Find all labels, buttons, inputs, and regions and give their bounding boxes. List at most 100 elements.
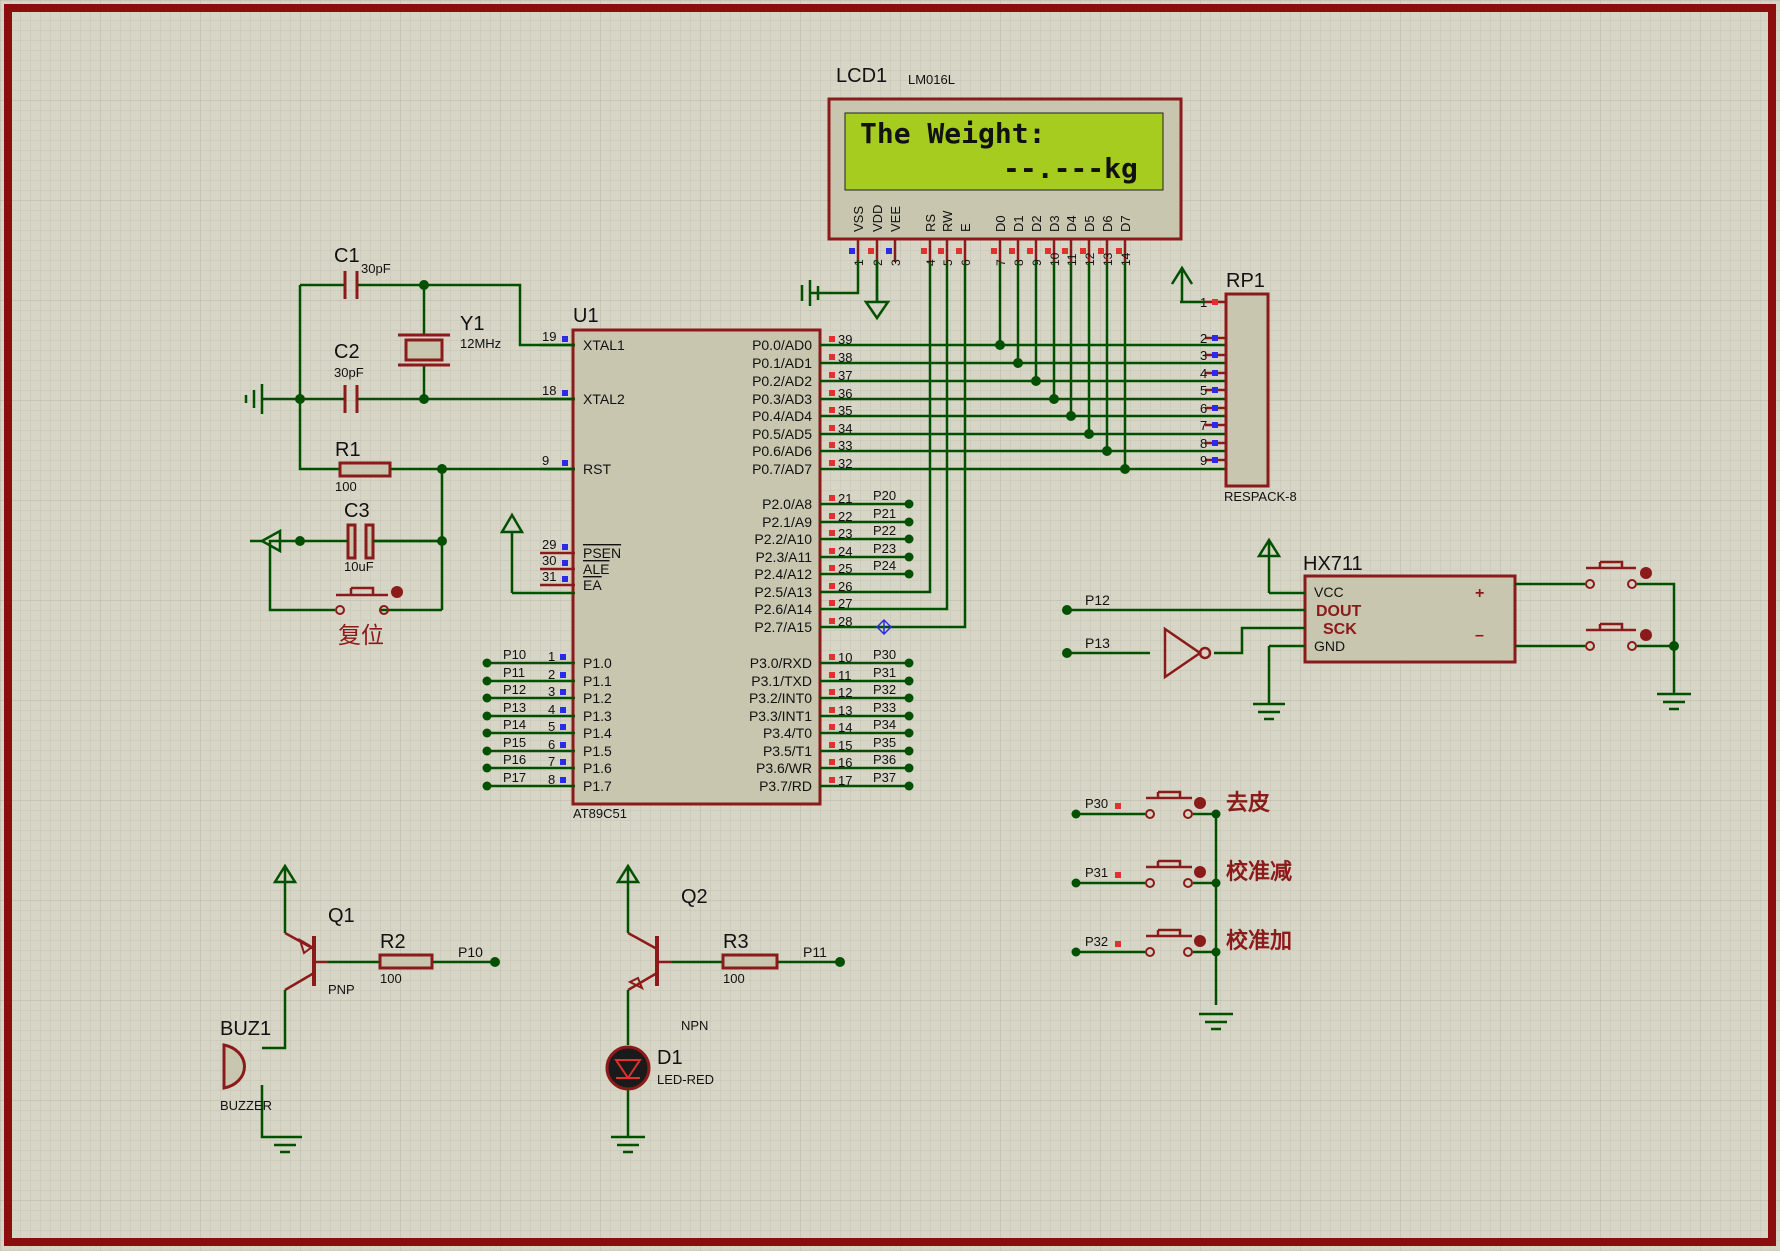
pin-marker (560, 654, 566, 660)
data-bus-wires (860, 262, 1130, 636)
d1-ref: D1 (657, 1047, 683, 1069)
mcu-pin-name: P2.7/A15 (754, 619, 812, 635)
pin-marker (868, 248, 874, 254)
resistor-pack-rp1[interactable]: RP1 RESPACK-8 123456789 (1170, 265, 1297, 504)
transistor-q2[interactable]: Q2 NPN (611, 863, 845, 1154)
c2-ref: C2 (334, 341, 360, 363)
mcu-pin-name: XTAL1 (583, 337, 625, 353)
pin-marker (1080, 248, 1086, 254)
net-label-p10: P10 (458, 944, 483, 960)
pin-marker (829, 460, 835, 466)
net-label: P13 (503, 700, 526, 715)
mcu-pin-number: 16 (838, 755, 852, 770)
lcd-pin-name: D1 (1011, 215, 1026, 232)
mcu-pin-name: P1.3 (583, 708, 612, 724)
hx711-module[interactable]: HX711 VCC DOUT SCK GND + – P12 P13 (1062, 537, 1691, 721)
junction (1031, 376, 1041, 386)
led-d1[interactable]: D1 LED-RED (605, 1045, 714, 1091)
buz1-ref: BUZ1 (220, 1018, 271, 1040)
key-contact (1183, 878, 1193, 888)
mcu-pin-number: 29 (542, 537, 556, 552)
mcu-at89c51[interactable]: U1 AT89C51 19XTAL118XTAL29RST29PSEN30ALE… (482, 305, 1227, 821)
hx711-button-minus[interactable] (1585, 622, 1652, 651)
pin-marker (829, 654, 835, 660)
mcu-pin-name: P2.3/A11 (755, 549, 812, 565)
q1-type: PNP (328, 982, 355, 997)
pin-marker (562, 336, 568, 342)
mcu-pin-name: P3.1/TXD (751, 673, 812, 689)
mcu-pin-name: P0.5/AD5 (752, 426, 812, 442)
r2-ref: R2 (380, 931, 406, 953)
key-indicator (1194, 866, 1206, 878)
pin-marker (829, 390, 835, 396)
q2-ref: Q2 (681, 886, 708, 908)
mcu-pin-name: PSEN (583, 545, 621, 561)
r1-ref: R1 (335, 439, 361, 461)
lcd-pin-name: D6 (1100, 215, 1115, 232)
key-plunger (1146, 790, 1192, 800)
net-label: P30 (1085, 796, 1108, 811)
junction (1066, 411, 1076, 421)
net-terminal (482, 658, 492, 668)
mcu-pin-number: 21 (838, 491, 852, 506)
resistor-r1[interactable]: R1 100 (335, 439, 392, 494)
pin-marker (562, 544, 568, 550)
mcu-pin-name: EA (583, 577, 602, 593)
mcu-pin-number: 26 (838, 579, 852, 594)
q1-ref: Q1 (328, 905, 355, 927)
resistor-r2[interactable]: R2 100 P10 (378, 931, 483, 986)
pin-marker (1212, 352, 1218, 358)
r1-value: 100 (335, 479, 357, 494)
net-terminal (1071, 947, 1081, 957)
mcu-pin-number: 6 (548, 737, 555, 752)
pin-marker (829, 354, 835, 360)
net-label: P10 (503, 647, 526, 662)
lcd-screen (844, 112, 1164, 191)
net-terminal (904, 763, 914, 773)
d1-part: LED-RED (657, 1072, 714, 1087)
reset-button[interactable]: 复位 (325, 586, 403, 648)
pin-marker (829, 495, 835, 501)
capacitor-c2[interactable]: C2 30pF (334, 341, 364, 413)
keys-ground (1199, 814, 1233, 1031)
mcu-body (571, 328, 822, 806)
net-label: P24 (873, 558, 896, 573)
mcu-pin-name: P1.5 (583, 743, 612, 759)
rp1-pin-number: 2 (1200, 331, 1207, 346)
pin-marker (829, 600, 835, 606)
r3-ref: R3 (723, 931, 749, 953)
lcd-pin-number: 12 (1083, 252, 1097, 266)
mcu-pin-number: 34 (838, 421, 852, 436)
net-terminal (904, 676, 914, 686)
pin-marker (560, 689, 566, 695)
net-terminal (904, 569, 914, 579)
capacitor-c1[interactable]: C1 30pF (334, 245, 391, 299)
net-terminal (904, 534, 914, 544)
pin-marker (829, 336, 835, 342)
resistor-r3[interactable]: R3 100 P11 (721, 931, 827, 986)
mcu-pin-number: 25 (838, 561, 852, 576)
hx711-button-plus[interactable] (1585, 560, 1652, 589)
mcu-pin-number: 31 (542, 569, 556, 584)
pin-marker (560, 707, 566, 713)
mcu-pin-number: 9 (542, 453, 549, 468)
crystal-y1[interactable]: Y1 12MHz (398, 313, 501, 367)
lcd-module[interactable]: LCD1 LM016L The Weight: --.---kg VSS1VDD… (800, 65, 1183, 321)
mcu-pin-number: 19 (542, 329, 556, 344)
key-contact (1183, 809, 1193, 819)
pin-marker (829, 724, 835, 730)
mcu-pin-number: 8 (548, 772, 555, 787)
mcu-pin-name: P2.2/A10 (754, 531, 812, 547)
mcu-pin-number: 5 (548, 719, 555, 734)
net-label: P15 (503, 735, 526, 750)
transistor-q1[interactable]: Q1 PNP (260, 863, 500, 1154)
buzzer-buz1[interactable]: BUZ1 BUZZER (220, 1018, 272, 1113)
mcu-pin-number: 32 (838, 456, 852, 471)
capacitor-c3[interactable]: C3 10uF (300, 500, 442, 574)
reset-label: 复位 (338, 622, 384, 648)
net-terminal (482, 746, 492, 756)
